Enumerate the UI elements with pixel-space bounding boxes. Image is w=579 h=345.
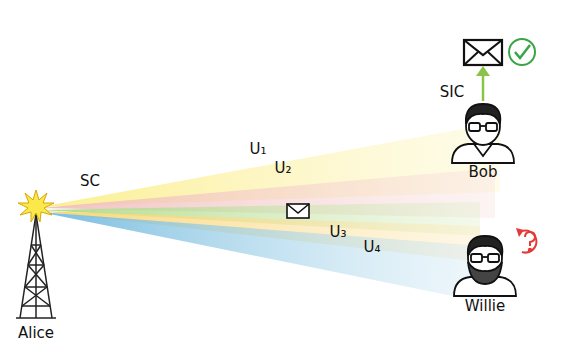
user-label: U₂ (275, 160, 292, 177)
beam-u4 (40, 212, 482, 302)
check-icon (509, 39, 535, 65)
antenna-burst (18, 190, 54, 222)
user-label: U₁ (250, 141, 267, 158)
sic-arrow (476, 66, 490, 101)
sic-label: SIC (440, 84, 464, 101)
user-label: U₄ (364, 239, 381, 256)
node-text: Willie (465, 298, 505, 315)
bob-person (452, 104, 514, 163)
node-text: Bob (469, 164, 498, 181)
signal-beams (40, 122, 500, 302)
base-station-tower (16, 214, 56, 318)
confusion-icon (516, 228, 536, 253)
person-label: Bob (469, 164, 498, 181)
user-label: U₃ (330, 224, 347, 241)
message-envelope (287, 204, 309, 218)
decoded-envelope (464, 40, 502, 65)
node-text: Alice (18, 325, 54, 342)
willie-person (454, 236, 516, 296)
person-label: Willie (465, 298, 505, 315)
tower-label: Alice (18, 325, 54, 342)
superposition-label: SC (80, 173, 100, 190)
